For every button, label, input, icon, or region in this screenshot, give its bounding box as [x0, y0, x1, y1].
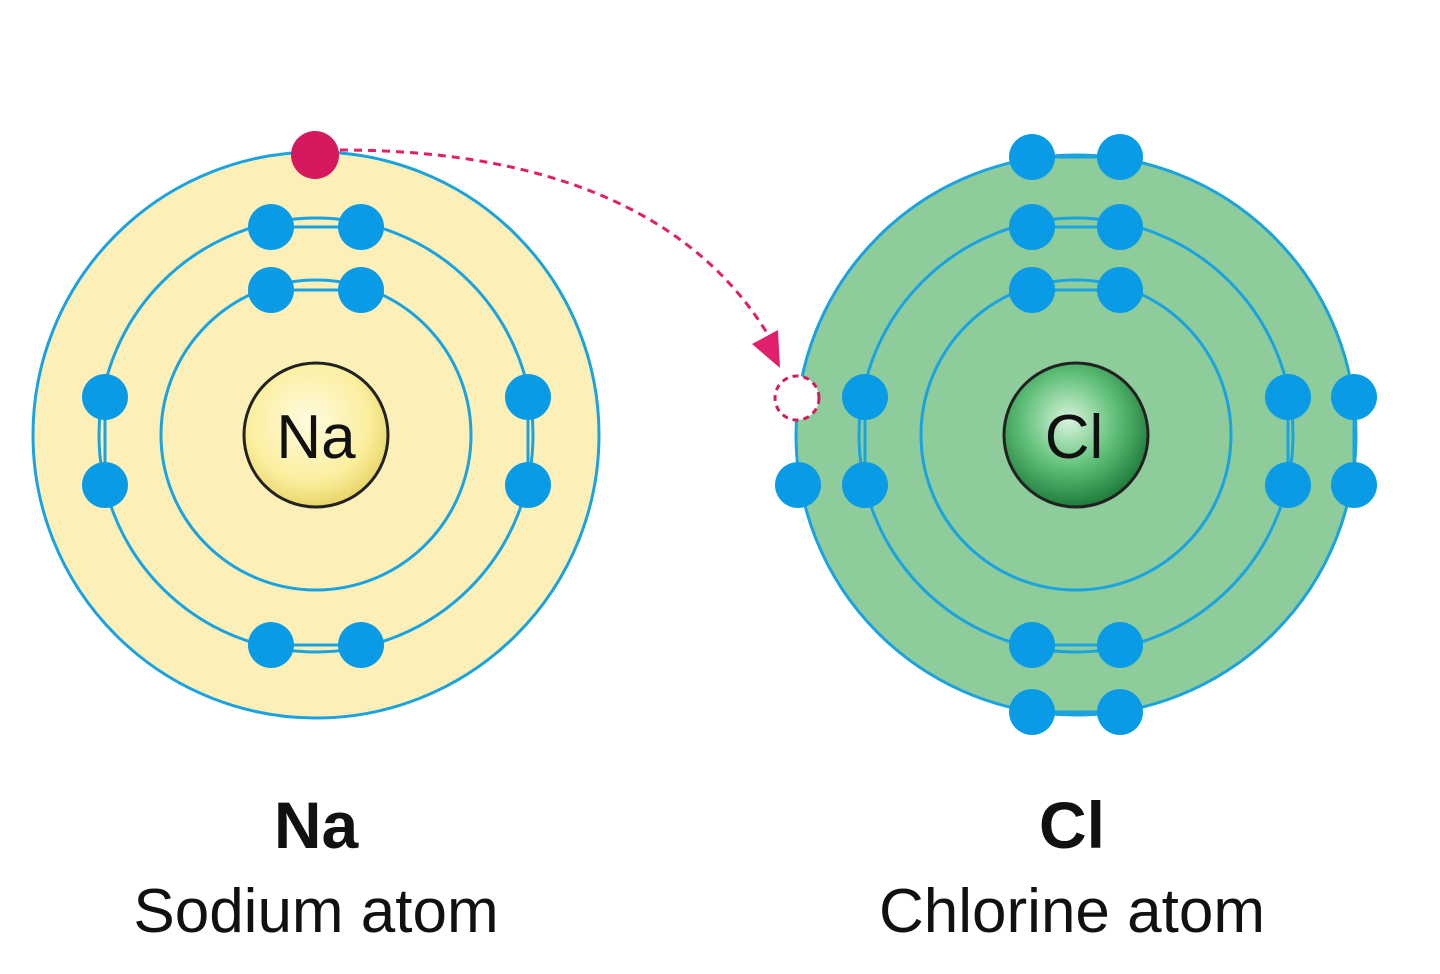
- electron: [338, 622, 384, 668]
- electron: [1265, 462, 1311, 508]
- electron: [1097, 267, 1143, 313]
- electron: [1009, 689, 1055, 735]
- electron: [1097, 134, 1143, 180]
- electron: [842, 374, 888, 420]
- chlorine-shell-1-electrons: [1009, 267, 1143, 313]
- electron: [1097, 622, 1143, 668]
- electron-transfer-arrow: [339, 148, 780, 368]
- electron: [248, 204, 294, 250]
- sodium-atom: Na: [31, 131, 601, 720]
- chlorine-atom: Cl: [773, 134, 1377, 735]
- electron: [338, 267, 384, 313]
- electron: [1097, 689, 1143, 735]
- chlorine-shell-3-electrons: [773, 134, 1377, 735]
- electron: [1331, 374, 1377, 420]
- electron: [82, 462, 128, 508]
- chlorine-name-label: Chlorine atom: [879, 877, 1265, 946]
- sodium-symbol-label: Na: [274, 788, 360, 862]
- chlorine-nucleus-label: Cl: [1045, 403, 1104, 472]
- electron: [1331, 462, 1377, 508]
- electron: [1009, 622, 1055, 668]
- electron: [775, 462, 821, 508]
- chlorine-shell-1: [919, 278, 1233, 592]
- electron: [1009, 134, 1055, 180]
- sodium-nucleus: [242, 361, 390, 509]
- electron: [248, 267, 294, 313]
- electron: [338, 204, 384, 250]
- electron: [82, 374, 128, 420]
- electron: [505, 374, 551, 420]
- chlorine-shell-2-electrons: [842, 204, 1311, 668]
- chlorine-shell-2: [857, 216, 1295, 654]
- electron: [505, 462, 551, 508]
- arrow-head: [752, 330, 780, 368]
- sodium-shell-2: [97, 216, 535, 654]
- electron: [1009, 267, 1055, 313]
- electron: [842, 462, 888, 508]
- sodium-shell-1: [159, 278, 473, 592]
- electron: [1097, 204, 1143, 250]
- sodium-shell-2-electrons: [82, 204, 551, 668]
- sodium-shell-1-electrons: [248, 267, 384, 313]
- electron: [248, 622, 294, 668]
- chlorine-nucleus: [1002, 361, 1150, 509]
- sodium-nucleus-label: Na: [276, 403, 356, 472]
- electron-vacancy: [773, 374, 821, 422]
- chlorine-symbol-label: Cl: [1039, 788, 1105, 862]
- sodium-valence-electron: [291, 131, 339, 179]
- electron: [1009, 204, 1055, 250]
- electron: [1265, 374, 1311, 420]
- sodium-name-label: Sodium atom: [133, 877, 498, 946]
